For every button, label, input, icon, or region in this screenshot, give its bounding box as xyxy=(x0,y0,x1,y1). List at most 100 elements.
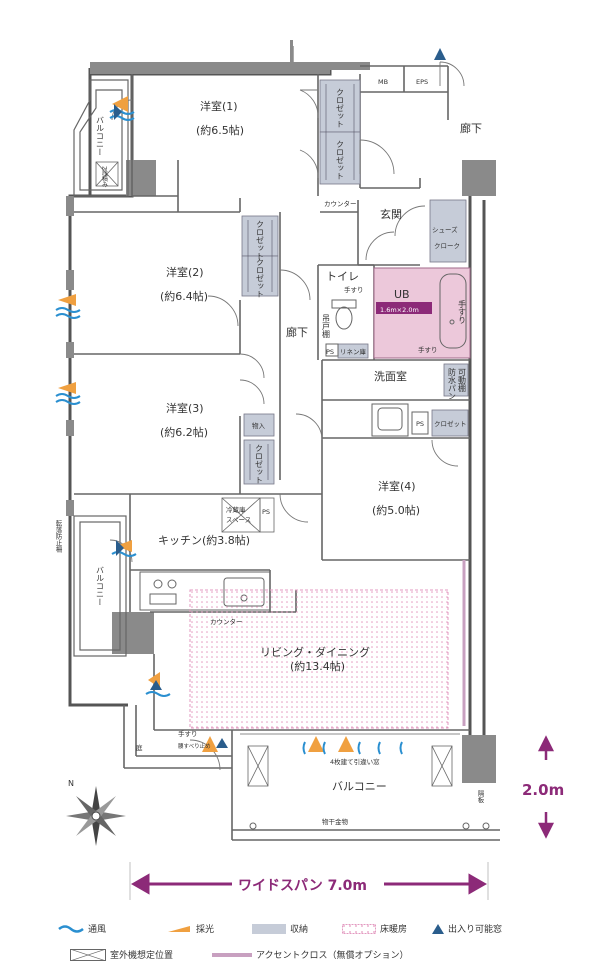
toilet-label: トイレ xyxy=(326,270,359,283)
ub-label: UB xyxy=(394,288,410,301)
handrail-label-3: 手すり xyxy=(458,299,467,324)
entrance-markers xyxy=(114,48,446,748)
hanger-label: 吊戸棚 xyxy=(322,314,331,339)
fridge-label-2: スペース xyxy=(226,516,251,524)
fixture-labels: クロゼット クロゼット クロゼット クロゼット クロゼット 物入 クロゼット カ… xyxy=(54,78,484,826)
daylight-icons xyxy=(58,96,354,752)
waterproof-pan-label: 防水パン xyxy=(448,367,457,400)
living-size: (約13.4帖) xyxy=(290,659,345,673)
kitchen-name: キッチン(約3.8帖) xyxy=(158,533,250,547)
legend-ventilation: 通風 xyxy=(58,922,106,935)
corridor-top-label: 廊下 xyxy=(460,121,482,135)
ventilation-icons xyxy=(55,109,403,755)
legend-entrance-label: 出入り可能窓 xyxy=(448,925,503,935)
floor-heating-swatch-icon xyxy=(342,923,376,934)
closet-hatches xyxy=(247,84,355,480)
fall-prevention-label: 転落防止柵 xyxy=(54,520,62,553)
legend-ventilation-label: 通風 xyxy=(88,925,107,935)
dim-span-arrow xyxy=(130,873,488,895)
wall-blocks xyxy=(66,40,496,783)
outdoor-unit-icon xyxy=(70,948,106,961)
storage-label: 物入 xyxy=(252,421,266,430)
legend-floor-heating: 床暖房 xyxy=(342,922,407,935)
movable-shelf xyxy=(443,363,469,397)
closet-washroom-label: クロゼット xyxy=(434,419,467,428)
accent-cloth-swatch-icon xyxy=(212,952,252,957)
washroom-label: 洗面室 xyxy=(374,369,407,383)
bedroom2-name: 洋室(2) xyxy=(166,265,204,279)
compass-icon: N xyxy=(66,779,126,846)
closet-washroom xyxy=(431,409,469,437)
bedroom1-size: (約6.5帖) xyxy=(196,123,244,137)
shoes-cloak xyxy=(429,199,467,263)
balcony-left-label: バルコニー xyxy=(96,566,105,606)
dim-depth-arrow xyxy=(537,735,555,839)
closet-bedroom3 xyxy=(243,439,275,485)
closet-label-4: クロゼット xyxy=(256,258,265,298)
two-step-label: 2段積み xyxy=(101,166,108,189)
bathtub xyxy=(439,273,467,349)
bedroom4-name: 洋室(4) xyxy=(378,479,416,493)
linen-label: リネン庫 xyxy=(340,347,367,356)
legend-floor-heating-label: 床暖房 xyxy=(380,925,408,935)
legend-outdoor-unit: 室外機想定位置 xyxy=(70,948,173,961)
toilet-fixture xyxy=(325,299,357,357)
bedroom3-name: 洋室(3) xyxy=(166,401,204,415)
handrail-label-2: 手すり xyxy=(418,345,438,354)
ps-label-1: PS xyxy=(326,348,334,356)
ub-size-label: 1.6m×2.0m xyxy=(380,306,419,314)
outdoor-units xyxy=(95,161,453,787)
partition-label: 隔板 xyxy=(476,789,484,805)
balcony-left xyxy=(73,515,127,657)
balcony-top-label: バルコニー xyxy=(96,116,105,156)
mb-label: MB xyxy=(378,78,388,86)
closet-label-3: クロゼット xyxy=(256,220,265,260)
ps-label-3: PS xyxy=(262,508,270,516)
legend-daylight-label: 採光 xyxy=(196,925,215,935)
legend-outdoor-unit-label: 室外機想定位置 xyxy=(110,951,174,961)
living-name: リビング・ダイニング xyxy=(260,645,370,659)
laundry-hooks xyxy=(249,822,490,830)
entrance-triangle-icon xyxy=(432,923,444,934)
handrail-label-1: 手すり xyxy=(344,285,364,294)
fridge-label-1: 冷蔵庫 xyxy=(226,505,246,514)
laundry-label: 物干金物 xyxy=(322,817,349,826)
eps-label: EPS xyxy=(416,78,428,86)
garden-label: 庭 xyxy=(136,743,143,752)
floor-heating-area xyxy=(189,589,449,729)
legend-storage: 収納 xyxy=(252,922,308,935)
legend-accent-cloth: アクセントクロス（無償オプション） xyxy=(212,948,409,961)
bedroom4-size: (約5.0帖) xyxy=(372,503,420,517)
legend: 通風 採光 収納 床暖房 出入り可能窓 室外機想定位置 アクセントクロス（無償オ… xyxy=(56,918,576,968)
shoes-cloak-label-1: シューズ xyxy=(432,225,458,234)
fridge-space xyxy=(221,497,275,533)
svg-text:N: N xyxy=(68,779,74,788)
depth-dimension-label: 2.0m xyxy=(522,781,564,799)
storage-hall xyxy=(243,413,275,437)
balcony-top-left xyxy=(73,79,129,197)
room-labels: 洋室(1) (約6.5帖) 洋室(2) (約6.4帖) 洋室(3) (約6.2帖… xyxy=(158,99,482,673)
ps-label-2: PS xyxy=(416,420,424,428)
bedroom2-size: (約6.4帖) xyxy=(160,289,208,303)
closet-label-5: クロゼット xyxy=(255,444,264,484)
legend-accent-cloth-label: アクセントクロス（無償オプション） xyxy=(256,951,409,961)
movable-shelf-label: 可動棚 xyxy=(458,368,467,393)
bedroom3-size: (約6.2帖) xyxy=(160,425,208,439)
high-handrail-label: 腰すべり止め xyxy=(178,742,211,750)
handrail-side-label: 手すり xyxy=(178,729,198,738)
shoes-cloak-label-2: クローク xyxy=(434,242,460,250)
window-4-label: 4枚建て引違い窓 xyxy=(330,757,380,766)
balcony-bottom-label: バルコニー xyxy=(332,780,387,793)
legend-entrance: 出入り可能窓 xyxy=(432,922,502,935)
legend-storage-label: 収納 xyxy=(290,925,309,935)
counter-label: カウンター xyxy=(324,199,357,208)
genkan-label: 玄関 xyxy=(380,207,402,221)
storage-swatch-icon xyxy=(252,923,286,934)
wide-span-label: ワイドスパン 7.0m xyxy=(238,878,367,894)
legend-daylight: 採光 xyxy=(166,922,214,935)
corridor-mid-label: 廊下 xyxy=(286,325,308,339)
kitchen-counter-label: カウンター xyxy=(210,617,243,626)
ventilation-icon xyxy=(58,924,84,933)
closet-label-2: クロゼット xyxy=(336,140,345,180)
